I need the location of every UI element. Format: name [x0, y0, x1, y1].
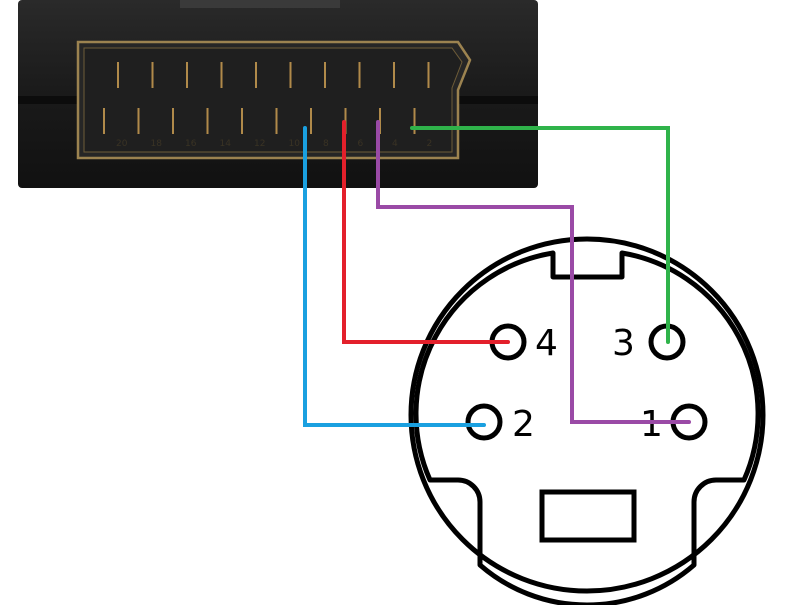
scart-pin-number: 10: [289, 139, 301, 149]
red-wire: [342, 120, 510, 344]
scart-pin-number: 4: [392, 139, 398, 149]
scart-pin-number: 14: [220, 139, 232, 149]
pin3-label: 3: [612, 323, 635, 364]
pin2-label: 2: [512, 404, 535, 445]
pin2-hole: [465, 403, 503, 441]
pin4-label: 4: [535, 323, 558, 364]
scart-pin-number: 20: [116, 139, 128, 149]
scart-pin-number: 6: [358, 139, 364, 149]
mini-din-connector: 4 3 2 1: [408, 236, 766, 605]
scart-top-label: [180, 0, 340, 8]
purple-wire: [376, 120, 691, 424]
scart-pin-number: 12: [254, 139, 265, 149]
scart-pin-number: 8: [323, 139, 329, 149]
din-key-slot: [539, 489, 637, 543]
green-wire: [410, 126, 670, 344]
scart-pin-number: 16: [185, 139, 197, 149]
scart-pin-number: 18: [151, 139, 163, 149]
wires: [303, 120, 691, 427]
pin1-label: 1: [640, 404, 663, 445]
scart-pin-number: 2: [427, 139, 433, 149]
scart-connector: 20 18 16 14 12 10 8 6 4 2: [18, 0, 538, 188]
blue-wire: [303, 126, 486, 427]
scart-shell-inner: [83, 47, 463, 153]
